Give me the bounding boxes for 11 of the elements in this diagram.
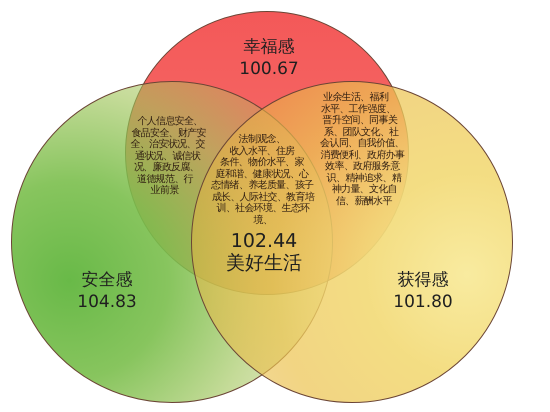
- score-value: 100.67: [239, 58, 299, 80]
- factor-list: 个人信息安全、食品安全、财产安全、治安状况、交通状况、诚信状况、廉政反腐、道德规范、行业前景: [130, 116, 206, 196]
- circle-title: 获得感: [398, 269, 448, 291]
- center-title: 美好生活: [226, 253, 302, 275]
- factor-list: 业余生活、福利水平、工作强度、晋升空间、同事关系、团队文化、社会认同、自我价值、消费便利、政府办事效率、政府服务意识、精神追求、精神力量、文化自信、薪酬水平: [320, 92, 404, 206]
- circle-title: 安全感: [82, 269, 132, 291]
- score-value: 101.80: [393, 291, 453, 313]
- score-value: 104.83: [77, 291, 137, 313]
- circle-title: 幸福感: [244, 36, 294, 58]
- score-value: 102.44: [230, 231, 298, 252]
- factor-list: 法制观念、收入水平、住房条件、物价水平、家庭和谐、健康状况、心态情绪、养老质量、孩子成长、人际社交、教育培训、社会环境、生态环境、: [211, 134, 314, 226]
